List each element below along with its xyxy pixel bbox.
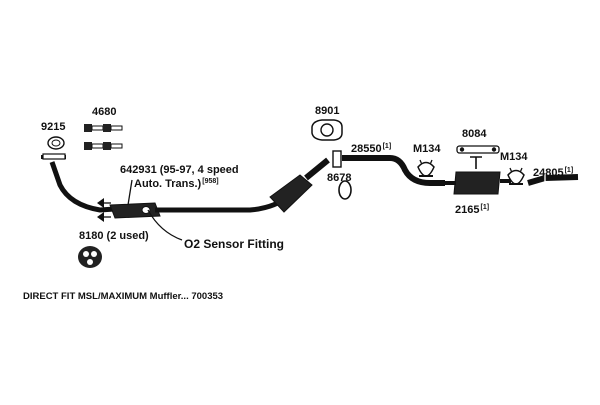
label-2165-ref: [1] [480, 204, 490, 211]
hanger-8180 [78, 246, 102, 268]
label-m134-right: M134 [500, 151, 528, 163]
label-8901: 8901 [315, 105, 340, 117]
bolts-4680 [84, 124, 123, 150]
o2-sensor-leader [147, 209, 183, 241]
label-8084: 8084 [462, 128, 487, 140]
catalytic-converter [269, 157, 330, 213]
label-9215: 9215 [41, 121, 66, 133]
clamp-right-m134 [507, 167, 525, 185]
gasket-9215 [47, 136, 65, 150]
arrow-left-upper [97, 198, 111, 208]
clamp-left-m134 [417, 159, 435, 177]
flange-gasket-8901 [311, 119, 343, 168]
label-o2-sensor: O2 Sensor Fitting [184, 237, 285, 251]
label-24805-ref: [1] [564, 167, 574, 174]
label-642931-line1: 642931 (95-97, 4 speed [120, 164, 239, 176]
label-m134-left: M134 [413, 143, 441, 155]
tailpipe-24805 [527, 174, 579, 186]
label-8678: 8678 [327, 172, 352, 184]
arrow-left-lower [97, 212, 111, 222]
footer-text: DIRECT FIT MSL/MAXIMUM Muffler... 700353 [23, 291, 224, 302]
ring-gasket-8678 [338, 180, 352, 200]
label-642931-text: Auto. Trans.) [134, 178, 202, 190]
label-642931-ref: [958] [202, 178, 219, 185]
label-28550: 28550[1] [351, 141, 391, 155]
label-8180: 8180 (2 used) [79, 230, 149, 242]
label-642931-line2: Auto. Trans.)[958] [134, 176, 219, 190]
hanger-8084 [456, 145, 500, 169]
label-24805-text: 24805 [533, 167, 564, 179]
part-642931-leader [127, 179, 133, 206]
pipe-28550 [342, 155, 445, 186]
label-4680: 4680 [92, 106, 117, 118]
catalytic-converter-pipe [41, 153, 131, 213]
label-24805: 24805[1] [533, 165, 573, 179]
label-28550-text: 28550 [351, 143, 382, 155]
label-28550-ref: [1] [382, 143, 392, 150]
label-2165-text: 2165 [455, 204, 480, 216]
label-642931: 642931 (95-97, 4 speed [120, 164, 239, 176]
label-2165: 2165[1] [455, 202, 489, 216]
flex-section [109, 202, 161, 219]
muffler-2165 [445, 171, 511, 195]
